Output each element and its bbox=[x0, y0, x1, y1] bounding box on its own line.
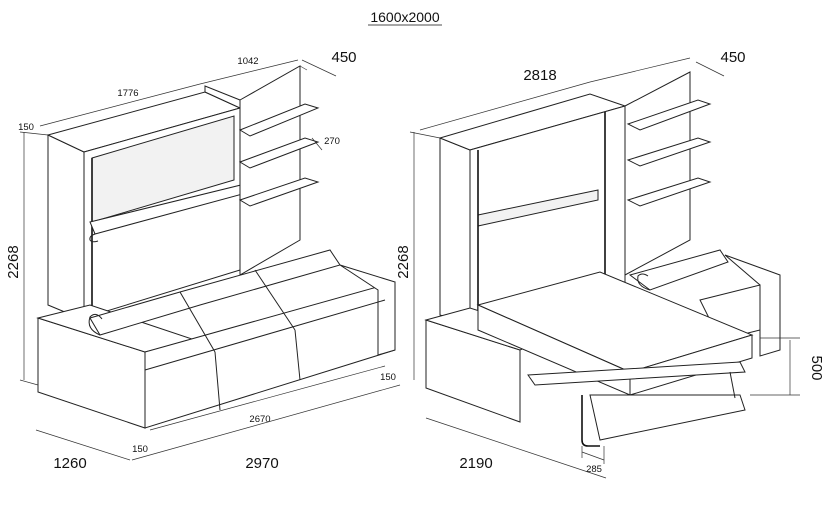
shelf-1 bbox=[238, 103, 320, 137]
bed-foot-frame bbox=[589, 394, 746, 441]
dim-top-width-line-r bbox=[419, 81, 591, 131]
dim-top-width-label-r: 2818 bbox=[523, 67, 556, 84]
dim-sofa-inner-label: 2670 bbox=[249, 414, 270, 425]
left-cabinet bbox=[46, 85, 251, 321]
shelf-2-r bbox=[626, 137, 712, 167]
right-dimensions: 2818 450 2268 500 2190 285 bbox=[395, 49, 822, 479]
sofa-right-arm-r bbox=[724, 254, 781, 357]
shelf-3-r bbox=[626, 177, 712, 207]
dim-sofa-inner-line bbox=[149, 365, 386, 431]
dim-bed-depth-label: 2190 bbox=[459, 455, 492, 472]
shelving-back-r bbox=[624, 71, 691, 276]
dim-height-tick-bottom bbox=[19, 379, 39, 386]
shelving-back bbox=[239, 65, 301, 276]
dim-top-width-line bbox=[39, 83, 201, 127]
dim-shelf-depth-line-r bbox=[695, 61, 725, 77]
dim-sofa-depth-line bbox=[35, 429, 131, 461]
dim-shelf-gap-label: 270 bbox=[324, 136, 340, 147]
shelving-top-edge bbox=[299, 65, 308, 71]
cushion-seam-1 bbox=[179, 291, 216, 353]
dim-shelf-width-line bbox=[199, 59, 299, 85]
left-shelving bbox=[238, 65, 320, 276]
dim-shelf-depth-label: 450 bbox=[331, 49, 356, 66]
dim-arm-left-label: 150 bbox=[132, 444, 148, 455]
dim-arm-right-label: 150 bbox=[380, 372, 396, 383]
shelf-1-r bbox=[626, 99, 712, 131]
sofa-right-arm bbox=[339, 264, 396, 356]
diagram-title: 1600x2000 bbox=[370, 9, 440, 25]
seat-line bbox=[144, 299, 386, 371]
seat-seam-2 bbox=[294, 329, 301, 381]
dim-shelf-depth-label-r: 450 bbox=[720, 49, 745, 66]
shelf-3 bbox=[238, 177, 320, 207]
bed-frame-rail bbox=[527, 361, 746, 386]
right-shelving bbox=[624, 71, 712, 276]
cushion-roll bbox=[88, 313, 103, 336]
dim-height-tick-top-r bbox=[409, 131, 441, 139]
open-bed bbox=[476, 271, 754, 447]
seat-seam-1 bbox=[214, 351, 221, 411]
cabinet-side-panel bbox=[47, 134, 85, 321]
bed-leg bbox=[581, 395, 600, 447]
dim-leg-depth-label: 285 bbox=[586, 464, 602, 475]
cushion-roll-r bbox=[637, 273, 651, 291]
dim-height-label: 2268 bbox=[5, 245, 22, 278]
fold-shelf-end bbox=[89, 233, 99, 243]
dim-shelf-width-label: 1042 bbox=[237, 56, 258, 67]
dim-shelf-gap-line bbox=[311, 137, 323, 151]
shelf-2 bbox=[238, 137, 320, 169]
dim-bed-height-label: 500 bbox=[808, 355, 822, 380]
right-view: 2818 450 2268 500 2190 285 bbox=[395, 49, 822, 479]
dim-sofa-depth-label: 1260 bbox=[53, 455, 86, 472]
dim-leg-depth-line bbox=[581, 451, 605, 461]
dim-shelf-depth-line bbox=[301, 59, 337, 77]
dim-sofa-total-line bbox=[131, 384, 401, 461]
left-view: 2268 1776 1042 450 270 150 1260 2670 297… bbox=[5, 49, 401, 472]
cushion-seam-2 bbox=[254, 269, 296, 331]
left-dimensions: 2268 1776 1042 450 270 150 1260 2670 297… bbox=[5, 49, 401, 472]
bed-leg-back bbox=[729, 371, 736, 399]
sofa-back-cushion-r bbox=[628, 249, 729, 291]
dim-top-width-line-r2 bbox=[589, 57, 691, 83]
cabinet-side-panel-r bbox=[439, 137, 471, 326]
left-sofa bbox=[36, 249, 396, 429]
dim-top-width-label: 1776 bbox=[117, 88, 138, 99]
dim-height-tick-top bbox=[19, 131, 49, 136]
dim-bed-depth-line bbox=[425, 417, 607, 479]
dim-side-thickness-label: 150 bbox=[18, 122, 34, 133]
dim-sofa-total-label: 2970 bbox=[245, 455, 278, 472]
dim-height-label-r: 2268 bbox=[395, 245, 412, 278]
